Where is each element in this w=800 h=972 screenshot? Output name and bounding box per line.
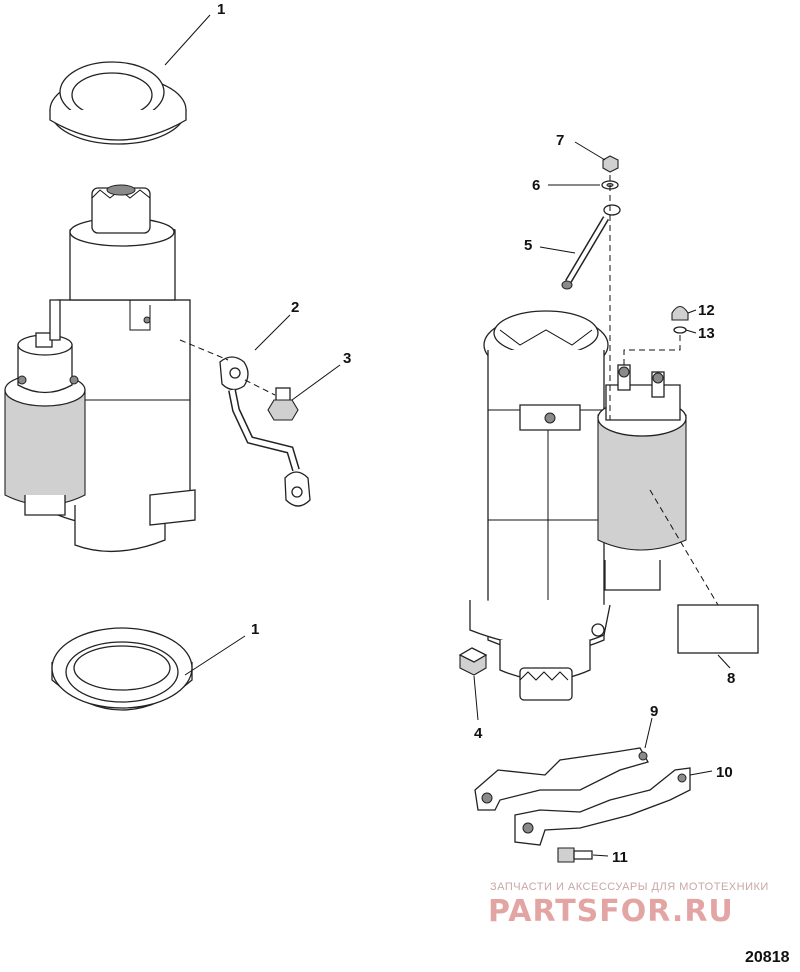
watermark-brand: PARTSFOR.RU xyxy=(488,894,734,929)
callout-9: 9 xyxy=(650,703,658,720)
callout-11: 11 xyxy=(612,849,628,866)
callout-5: 5 xyxy=(524,237,532,254)
starter-motor-right xyxy=(469,310,687,701)
bolt-3 xyxy=(267,387,299,421)
cap-nut-12 xyxy=(671,305,689,321)
callout-4: 4 xyxy=(474,725,483,742)
alignment-line-right-3 xyxy=(649,489,719,606)
callout-10: 10 xyxy=(716,764,733,781)
callout-6: 6 xyxy=(532,177,540,194)
watermark-tagline: ЗАПЧАСТИ И АКСЕССУАРЫ ДЛЯ МОТОТЕХНИКИ xyxy=(490,881,769,893)
seal-ring-bottom xyxy=(51,627,193,711)
wire-lead-5 xyxy=(561,204,621,290)
nut-7 xyxy=(602,155,619,173)
seal-ring-top xyxy=(49,61,187,145)
label-decal-8 xyxy=(677,604,759,654)
alignment-line-right-2 xyxy=(623,335,681,368)
starter-motor-left xyxy=(4,184,196,553)
callout-3: 3 xyxy=(343,350,351,367)
washer-13 xyxy=(673,326,687,334)
alignment-line-left-2 xyxy=(244,379,276,396)
callout-8: 8 xyxy=(727,670,735,687)
clamp-bracket-10 xyxy=(514,767,691,846)
bracket-block-4 xyxy=(458,647,488,676)
ground-cable xyxy=(219,356,311,507)
callout-2: 2 xyxy=(291,299,299,316)
callout-1-bottom: 1 xyxy=(251,621,259,638)
screw-11 xyxy=(557,847,593,863)
leader-lines xyxy=(164,14,731,857)
clamp-bracket-9 xyxy=(474,747,649,811)
alignment-line-left-1 xyxy=(179,339,229,361)
figure-number: 20818 xyxy=(745,949,790,966)
callout-12: 12 xyxy=(698,302,715,319)
callout-7: 7 xyxy=(556,132,564,149)
callout-1-top: 1 xyxy=(217,1,225,18)
callout-13: 13 xyxy=(698,325,715,342)
